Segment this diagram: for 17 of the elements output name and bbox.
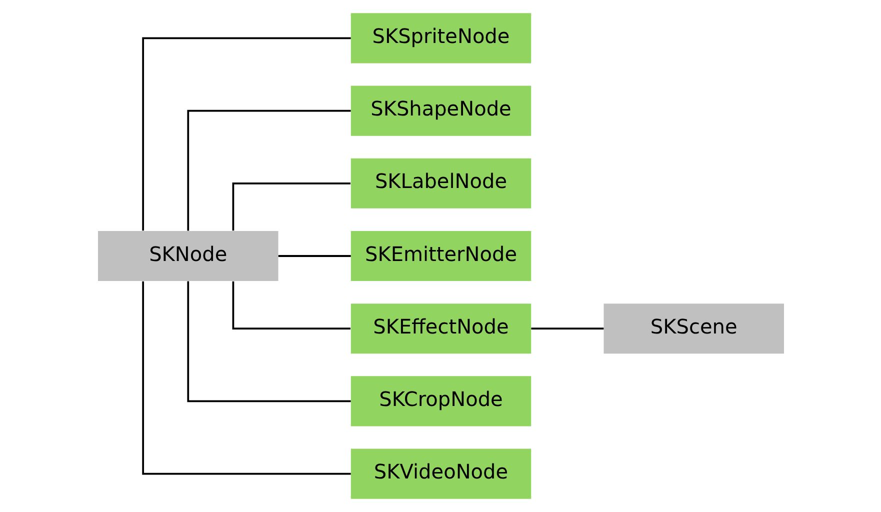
node-box: SKSpriteNode	[350, 13, 531, 64]
connector	[530, 328, 604, 330]
connector	[278, 255, 350, 257]
node-box: SKNode	[98, 230, 278, 282]
connector	[232, 182, 350, 231]
node-box: SKEmitterNode	[350, 230, 531, 282]
connector	[186, 110, 350, 231]
node-box: SKLabelNode	[350, 158, 531, 208]
node-box: SKEffectNode	[350, 304, 531, 354]
node-box: SKVideoNode	[350, 448, 531, 499]
node-box: SKCropNode	[350, 376, 531, 426]
node-box: SKShapeNode	[350, 86, 531, 136]
connector	[142, 281, 350, 475]
connector	[142, 37, 350, 231]
connector	[232, 281, 350, 330]
node-box: SKScene	[603, 304, 784, 354]
connector	[186, 281, 350, 402]
